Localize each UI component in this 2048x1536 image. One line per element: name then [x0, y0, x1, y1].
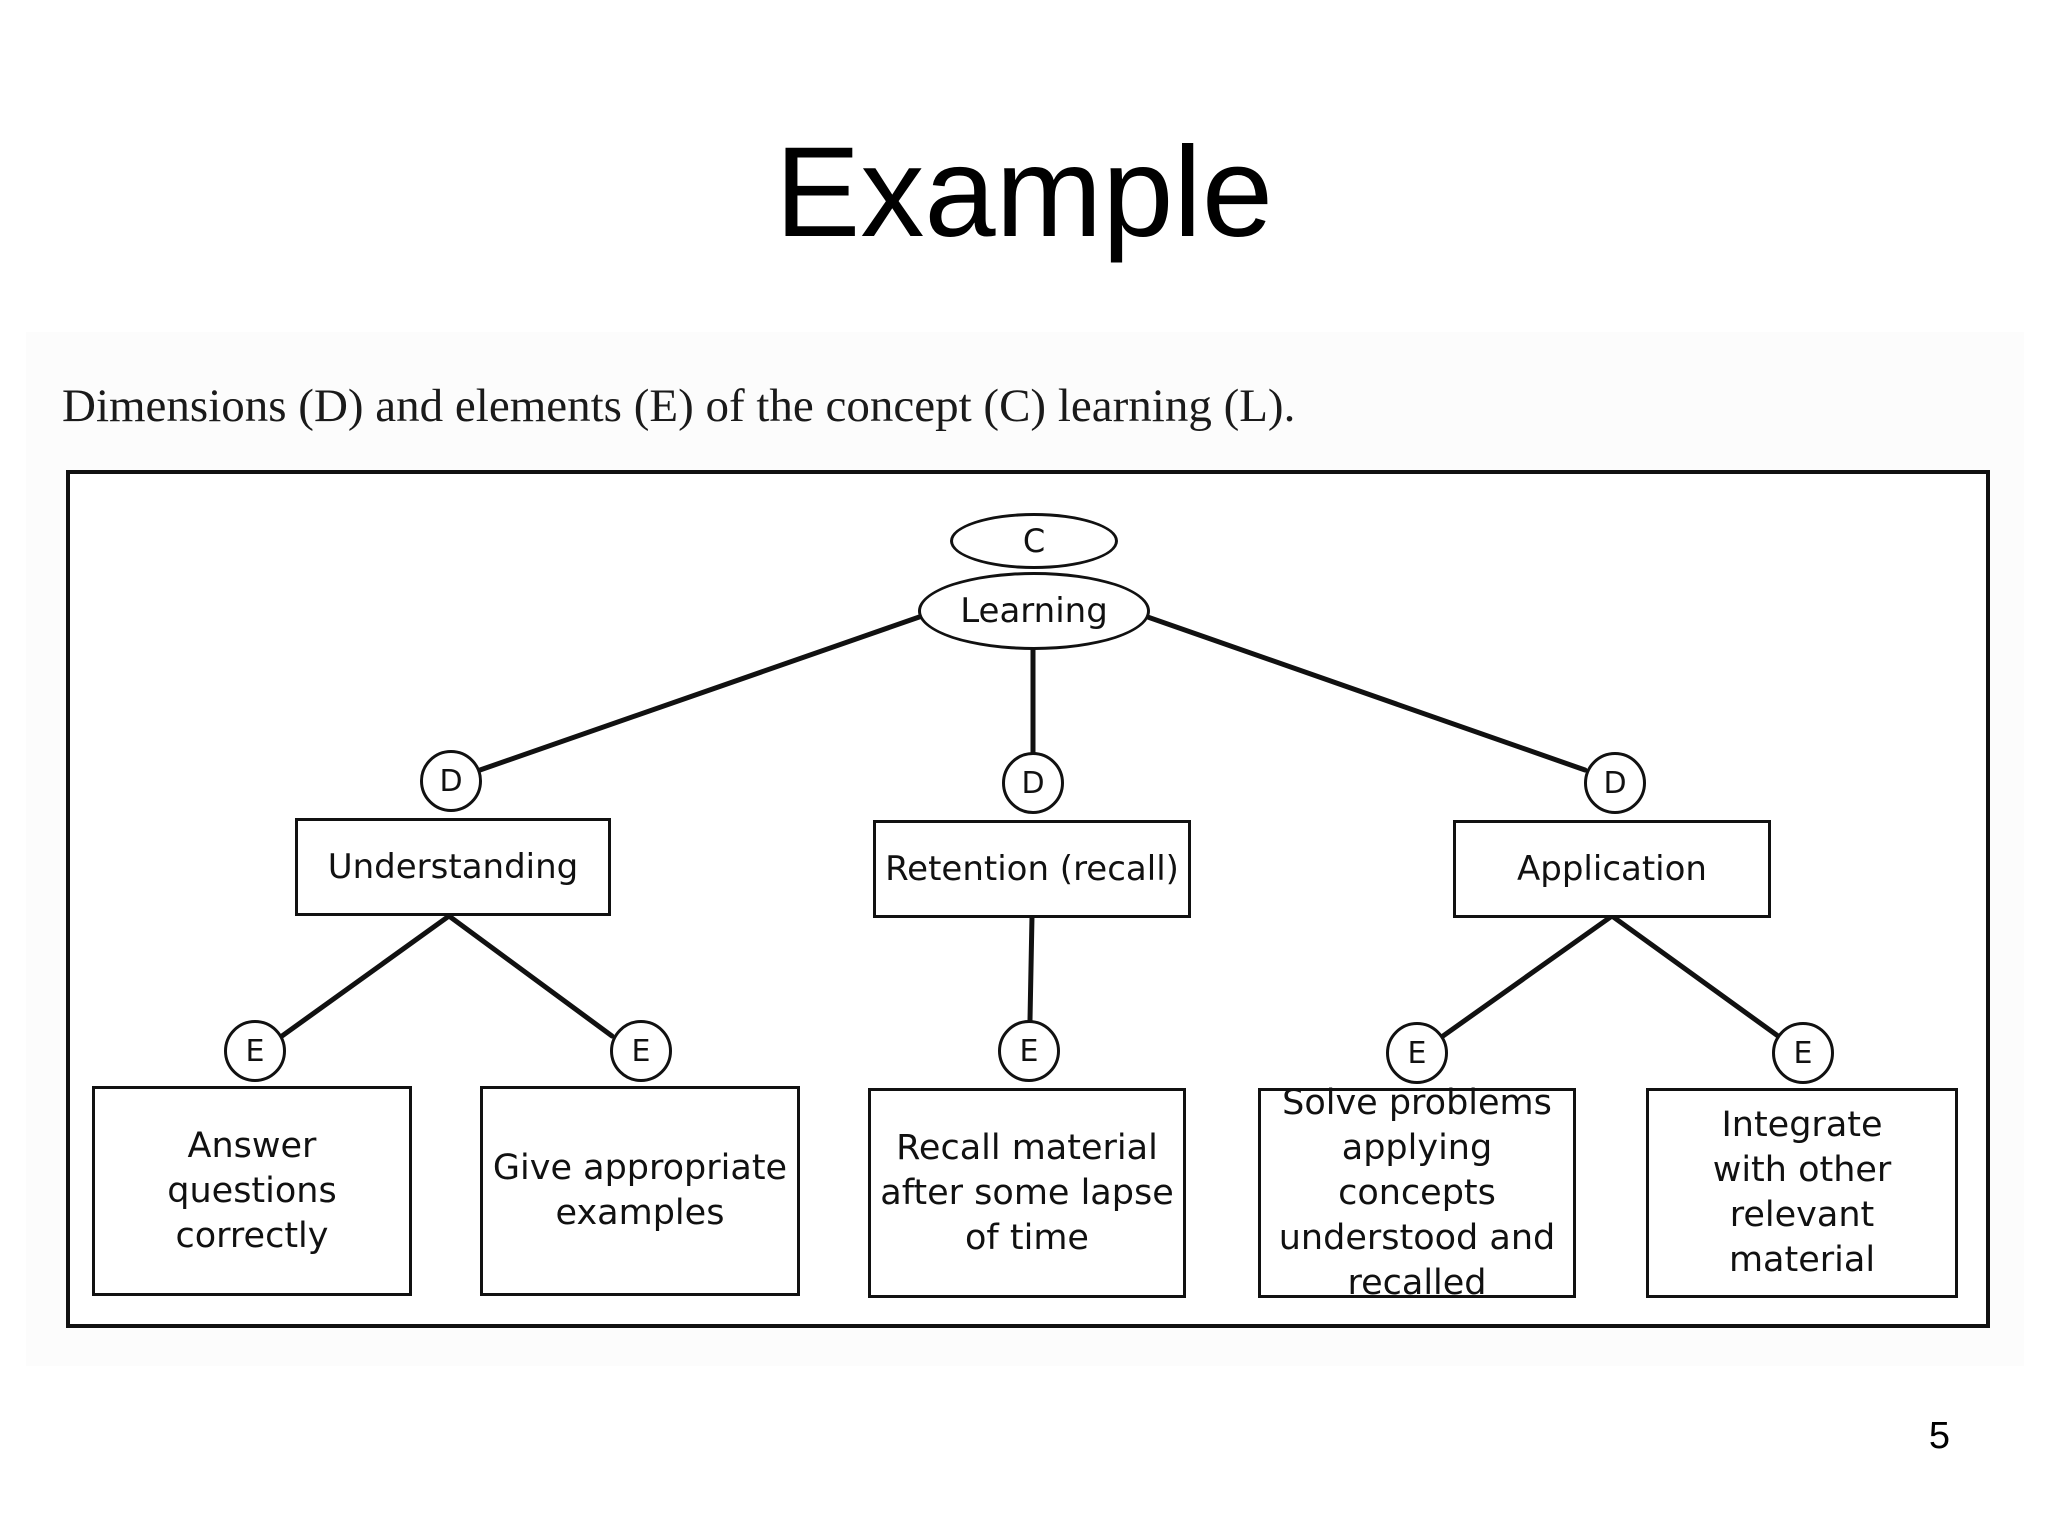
- element-label-solve: Solve problems applying concepts underst…: [1278, 1082, 1556, 1303]
- element-marker-examples: E: [610, 1020, 672, 1082]
- dimension-label-application: Application: [1517, 849, 1707, 889]
- element-box-integrate: Integrate with other relevant material: [1646, 1088, 1958, 1298]
- slide-title: Example: [775, 121, 1273, 264]
- element-box-solve: Solve problems applying concepts underst…: [1258, 1083, 1576, 1303]
- element-box-answer: Answer questions correctly: [92, 1086, 412, 1296]
- element-marker-solve: E: [1386, 1022, 1448, 1084]
- concept-label: Learning: [960, 591, 1108, 631]
- connector-application-e2: [1609, 913, 1781, 1039]
- element-box-recall: Recall material after some lapse of time: [868, 1088, 1186, 1298]
- element-label-answer: Answer questions correctly: [167, 1125, 337, 1256]
- concept-tag-ellipse: C: [950, 513, 1118, 569]
- concept-tag: C: [1022, 522, 1046, 560]
- connector-retention-e1: [1027, 913, 1035, 1023]
- connector-learning-application: [1139, 612, 1588, 773]
- dimension-box-understanding: Understanding: [295, 818, 611, 916]
- dimension-marker-application: D: [1584, 752, 1646, 814]
- connector-learning-understanding: [477, 612, 928, 773]
- dimension-box-retention: Retention (recall): [873, 820, 1191, 918]
- figure-caption: Dimensions (D) and elements (E) of the c…: [62, 380, 1296, 432]
- dimension-label-understanding: Understanding: [327, 847, 579, 887]
- element-label-recall: Recall material after some lapse of time: [880, 1127, 1174, 1258]
- connector-understanding-e2: [446, 913, 615, 1039]
- dimension-box-application: Application: [1453, 820, 1771, 918]
- concept-learning-ellipse: Learning: [918, 572, 1150, 650]
- dimension-marker-understanding: D: [420, 750, 482, 812]
- dimension-label-retention: Retention (recall): [885, 849, 1179, 889]
- element-box-examples: Give appropriate examples: [480, 1086, 800, 1296]
- element-marker-integrate: E: [1772, 1022, 1834, 1084]
- connector-understanding-e1: [279, 913, 452, 1039]
- element-marker-recall: E: [998, 1020, 1060, 1082]
- element-label-integrate: Integrate with other relevant material: [1712, 1105, 1892, 1280]
- element-label-examples: Give appropriate examples: [492, 1148, 788, 1233]
- page-number: 5: [1928, 1415, 1950, 1457]
- dimension-marker-retention: D: [1002, 752, 1064, 814]
- element-marker-answer: E: [224, 1020, 286, 1082]
- connector-application-e1: [1440, 913, 1615, 1039]
